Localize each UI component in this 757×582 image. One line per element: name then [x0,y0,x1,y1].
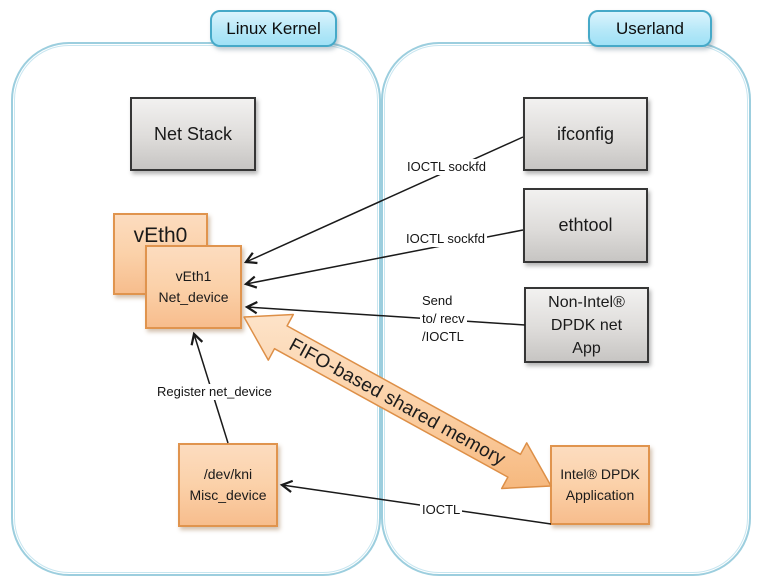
node-dev-kni-line-2: Misc_device [189,487,267,503]
fifo-shared-memory-arrow: FIFO-based shared memory [243,313,552,490]
arrow-ioctl-kni [279,479,552,525]
node-dev-kni-misc-device: /dev/kni Misc_device [178,443,278,527]
node-non-intel-line-2: DPDK net [550,316,623,334]
label-register-net-device: Register net_device [155,384,274,400]
node-non-intel-line-1: Non-Intel® [548,293,625,311]
badge-linux-kernel: Linux Kernel [210,10,337,47]
node-ifconfig-label: ifconfig [556,123,615,144]
node-ethtool-label: ethtool [558,215,613,235]
arrow-ioctl-sockfd-ifconfig [243,136,524,265]
label-ioctl-sockfd-1: IOCTL sockfd [405,159,488,175]
node-ethtool: ethtool [523,188,648,263]
node-non-intel-line-3: App [572,339,601,357]
label-send-recv-line-3: /IOCTL [422,329,464,344]
label-ioctl-sockfd-2: IOCTL sockfd [404,231,487,247]
badge-userland-label: Userland [615,18,685,38]
label-send-recv-line-2: to/ recv [422,311,465,326]
node-veth1-line-1: vEth1 [175,268,212,284]
node-veth0-label: vEth0 [133,224,188,247]
badge-linux-kernel-label: Linux Kernel [226,18,321,38]
fifo-arrow-label: FIFO-based shared memory [285,335,509,471]
node-net-stack-label: Net Stack [153,123,233,144]
label-ioctl: IOCTL [420,502,463,518]
label-send-recv-line-1: Send [422,293,453,308]
node-intel-dpdk-application: Intel® DPDK Application [550,445,650,525]
node-veth1-line-2: Net_device [158,289,229,305]
label-send-to-recv-ioctl: Send to/ recv /IOCTL [420,292,467,346]
badge-userland: Userland [588,10,712,47]
node-ifconfig: ifconfig [523,97,648,171]
node-intel-app-line-1: Intel® DPDK [560,466,640,482]
node-intel-app-line-2: Application [565,487,635,503]
node-veth1: vEth1 Net_device [145,245,242,329]
node-non-intel-dpdk-app: Non-Intel® DPDK net App [524,287,649,363]
node-net-stack: Net Stack [130,97,256,171]
node-dev-kni-line-1: /dev/kni [203,466,253,482]
arrow-send-recv-ioctl [244,301,526,326]
